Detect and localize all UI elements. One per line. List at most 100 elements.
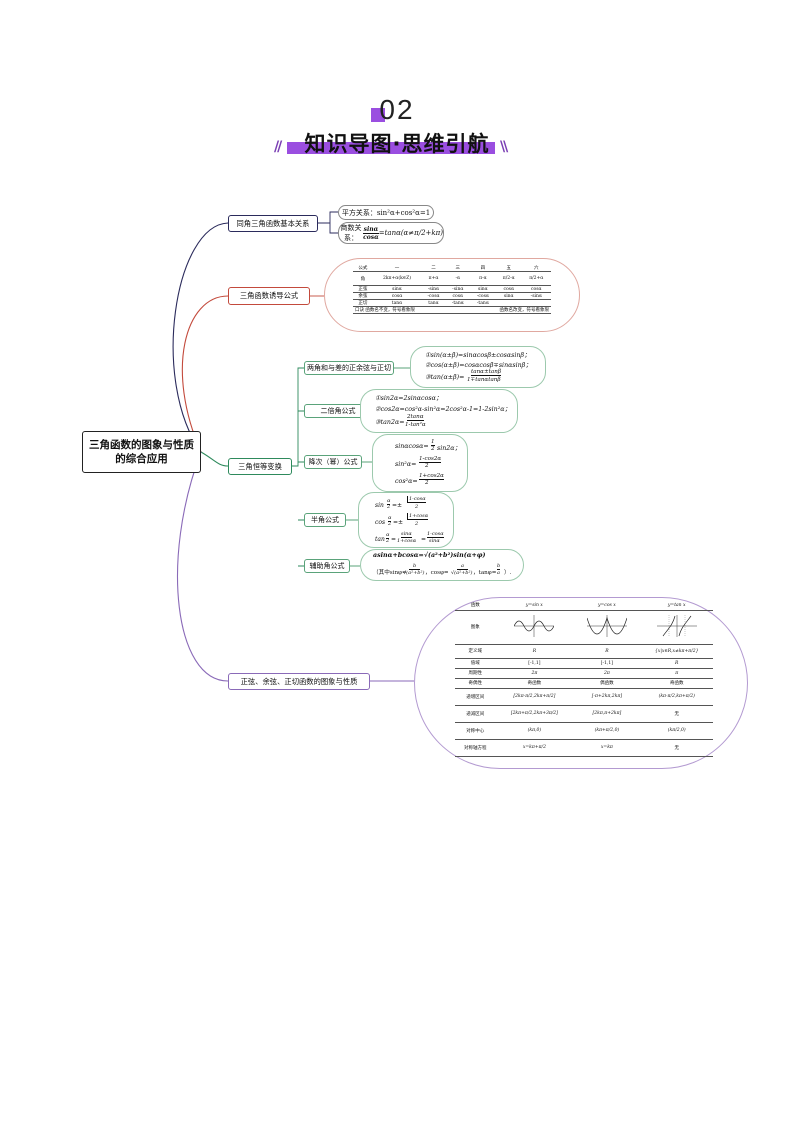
formula-line: ，tanφ= (473, 570, 497, 576)
quotient-fraction: sinα cosα (363, 226, 379, 241)
table-cell: 四 (469, 265, 496, 272)
fraction-numerator: 2tanα (407, 414, 424, 421)
table-cell: 函数 (455, 601, 496, 611)
fraction-numerator: 1+cos2α (419, 473, 444, 480)
table-cell: y=sin x (495, 601, 574, 611)
table-cell (495, 299, 522, 307)
section-number-accent (371, 108, 385, 122)
mnemonic-left: 口诀 函数名不变，符号看象限 (353, 306, 470, 314)
table-cell: π+α (421, 271, 446, 286)
table-cell: [2kπ-π/2,2kπ+π/2] (495, 688, 574, 706)
table-cell: -sinα (521, 292, 551, 300)
table-cell: π/2+α (521, 271, 551, 286)
fraction-denominator: 2 (415, 504, 419, 510)
table-cell: cosα (521, 285, 551, 293)
mnemonic-right: 函数名改变，符号看象限 (469, 306, 551, 314)
tangent-graph (640, 610, 713, 645)
table-cell: -tanα (469, 299, 496, 307)
formula-line: sin²α= (395, 461, 417, 468)
auxiliary-angle-formulas: asinα+bcosα=√(a²+b²)sin(α+φ) （其中sinφ= b … (360, 549, 524, 581)
power-reduction-formulas: sinαcosα= 1 2 sin2α； sin²α= 1-cos2α 2 co… (372, 434, 468, 492)
table-cell: 正弦 (353, 285, 373, 293)
table-cell: 五 (495, 265, 522, 272)
table-cell: 递减区间 (455, 705, 496, 723)
root-node[interactable]: 三角函数的图象与性质的综合应用 (82, 431, 201, 473)
table-cell: (kπ+π/2,0) (573, 722, 641, 740)
branch-same-angle-relations[interactable]: 同角三角函数基本关系 (228, 215, 318, 232)
table-row: 图象 (455, 610, 713, 645)
formula-line: tan (375, 536, 385, 543)
table-cell: y=tan x (640, 601, 713, 611)
table-cell: 无 (640, 705, 713, 723)
formula-line: ①sin2α=2sinαcosα； (375, 395, 443, 402)
fraction-numerator: sinα (401, 531, 412, 538)
table-cell: 三 (445, 265, 470, 272)
properties-table-pill: 函数 y=sin x y=cos x y=tan x 图象 (414, 597, 748, 769)
table-cell: 递增区间 (455, 688, 496, 706)
table-cell: π/2-α (495, 271, 522, 286)
table-cell: {x|x∈R,x≠kπ+π/2} (640, 644, 713, 659)
fraction-denominator: 1+cosα (397, 538, 417, 544)
table-cell: 图象 (455, 610, 496, 645)
fraction-denominator: sinα (429, 538, 440, 544)
table-cell: 奇函数 (495, 678, 574, 689)
fraction-numerator: α (387, 498, 391, 505)
table-cell: R (573, 644, 641, 659)
fraction-numerator: 1-cosα (427, 531, 444, 538)
formula-line: =± (392, 502, 403, 509)
table-cell: 值域 (455, 658, 496, 669)
table-cell: -cosα (469, 292, 496, 300)
table-cell: (kπ/2,0) (640, 722, 713, 740)
properties-table: 函数 y=sin x y=cos x y=tan x 图象 (455, 601, 713, 757)
formula-line: =± (393, 519, 404, 526)
section-title: 知识导图·思维引航 (304, 132, 490, 156)
formula-line: = (391, 536, 397, 543)
square-relation-formula: 平方关系：sin²α+cos²α=1 (338, 205, 434, 220)
formula-line: ①sin(α±β)=sinαcosβ±cosαsinβ； (425, 352, 531, 359)
fraction-numerator: tanα±tanβ (471, 369, 502, 376)
fraction-numerator: 1-cosα (407, 496, 426, 503)
table-row: 对称中心(kπ,0)(kπ+π/2,0)(kπ/2,0) (455, 722, 713, 740)
table-cell: 周期性 (455, 668, 496, 679)
fraction-denominator: 2 (388, 521, 392, 527)
sub-power-reduction[interactable]: 降次（幂）公式 (304, 455, 362, 469)
table-cell: 二 (421, 265, 446, 272)
table-row: 奇偶性奇函数偶函数奇函数 (455, 678, 713, 689)
fraction-numerator: 1-cos2α (419, 456, 442, 463)
quotient-rest: =tanα(α≠π/2+kπ) (378, 229, 443, 237)
table-cell: sinα (469, 285, 496, 293)
branch-graph-properties[interactable]: 正弦、余弦、正切函数的图象与性质 (228, 673, 370, 690)
fraction-denominator: √(a²+b²) (451, 570, 473, 576)
table-cell: tanα (372, 299, 422, 307)
formula-line: sin2α； (437, 445, 461, 452)
table-cell: (kπ,0) (495, 722, 574, 740)
sub-sum-difference[interactable]: 两角和与差的正余弦与正切 (304, 361, 394, 375)
table-cell: [-π+2kπ,2kπ] (573, 688, 641, 706)
sub-auxiliary-angle[interactable]: 辅助角公式 (304, 559, 350, 573)
fraction-numerator: b (409, 563, 421, 570)
title-highlight (287, 142, 495, 154)
tangent-curve-icon (656, 615, 697, 637)
sub-half-angle[interactable]: 半角公式 (304, 513, 346, 527)
table-cell: 奇函数 (640, 678, 713, 689)
table-cell: -tanα (445, 299, 470, 307)
branch-induction-formulas[interactable]: 三角函数诱导公式 (228, 287, 310, 305)
table-row: 递增区间[2kπ-π/2,2kπ+π/2][-π+2kπ,2kπ](kπ-π/2… (455, 688, 713, 706)
fraction-denominator: a (497, 570, 500, 576)
formula-line: ③tan2α= (375, 419, 405, 426)
table-cell: -sinα (421, 285, 446, 293)
table-cell: 正切 (353, 299, 373, 307)
formula-line: sinαcosα= (395, 443, 429, 450)
table-cell: 2π (495, 668, 574, 679)
sine-curve-icon (514, 615, 555, 637)
formula-line: ③tan(α±β)= (425, 374, 465, 381)
branch-identity-transformations[interactable]: 三角恒等变换 (228, 458, 292, 475)
table-cell: x=kπ (573, 739, 641, 757)
